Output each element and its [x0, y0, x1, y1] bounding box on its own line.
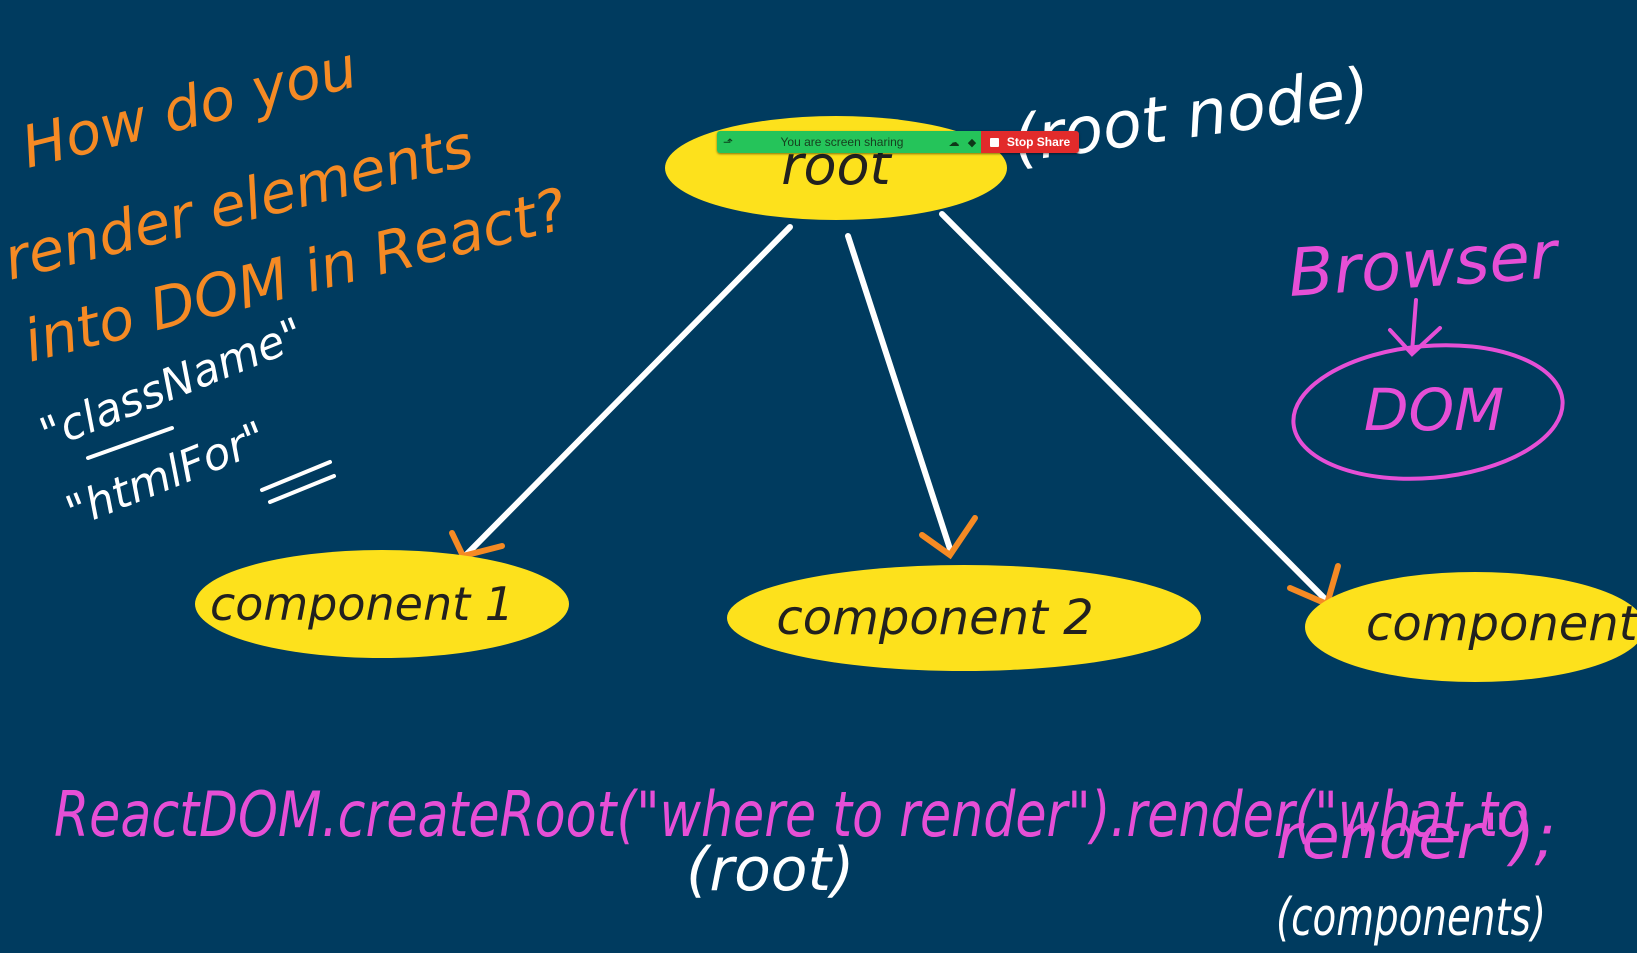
arrow-head-component-2	[919, 515, 978, 560]
cloud-icon[interactable]: ☁	[948, 136, 960, 149]
component-1-ellipse	[195, 550, 569, 658]
stop-icon	[989, 137, 999, 147]
dom-label: DOM	[1364, 376, 1504, 444]
classname-underline	[86, 426, 174, 460]
share-status-text: You are screen sharing	[780, 135, 904, 149]
component-3-label: components	[1366, 596, 1637, 652]
component-1-label: component 1	[210, 577, 514, 631]
browser-dom-sketch: Browser DOM	[1286, 216, 1565, 481]
component-2-ellipse	[727, 565, 1201, 671]
root-note: (root)	[686, 835, 854, 905]
browser-label: Browser	[1286, 216, 1563, 312]
browser-dom-arrow-head	[1388, 326, 1442, 357]
edge-root-component-3	[939, 211, 1343, 617]
components-note: (components)	[1276, 888, 1546, 948]
code-line: ReactDOM.createRoot("where to render").r…	[54, 778, 1529, 851]
root-node-annotation: (root node)	[1008, 55, 1375, 178]
dom-ellipse	[1291, 343, 1565, 481]
share-status[interactable]: ⬏ You are screen sharing ☁ ◆	[717, 131, 981, 153]
component-node-1: component 1	[195, 550, 569, 658]
component-2-label: component 2	[776, 590, 1093, 646]
component-node-3: components	[1305, 572, 1637, 682]
component-node-2: component 2	[727, 565, 1201, 671]
screen-share-toolbar[interactable]: ⬏ You are screen sharing ☁ ◆ Stop Share	[717, 131, 1079, 153]
shield-icon[interactable]: ◆	[967, 136, 977, 149]
htmlfor-underline-2	[268, 474, 336, 504]
share-arrow-icon[interactable]: ⬏	[722, 135, 734, 149]
tree-edges	[462, 211, 1343, 617]
edge-root-component-1	[462, 224, 793, 559]
browser-dom-arrow-shaft	[1410, 298, 1418, 354]
code-line-continued: render");	[1276, 800, 1556, 873]
code-notes: ReactDOM.createRoot("where to render").r…	[54, 778, 1556, 948]
edge-root-component-2	[845, 233, 953, 552]
stop-share-label: Stop Share	[1006, 135, 1071, 149]
htmlfor-underline-1	[260, 460, 332, 492]
component-3-ellipse	[1305, 572, 1637, 682]
stop-share-button[interactable]: Stop Share	[981, 131, 1079, 153]
